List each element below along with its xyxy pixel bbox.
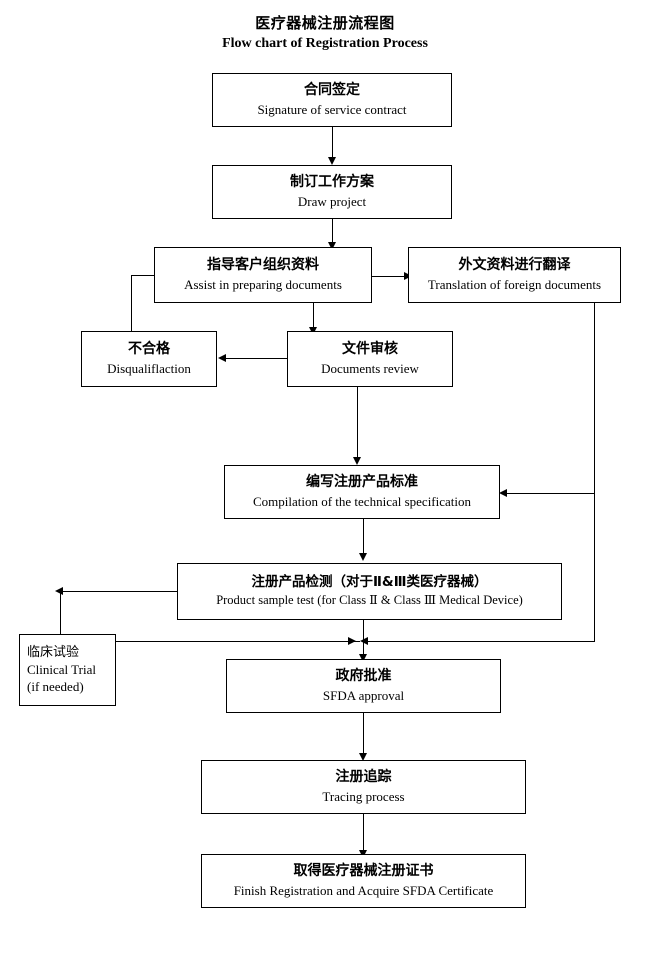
node-draw-project-title-cn: 制订工作方案 [290, 174, 374, 191]
connector-draw-to-assist [332, 219, 334, 244]
node-assist-documents-title-en: Assist in preparing documents [184, 276, 342, 292]
node-assist-documents-title-cn: 指导客户组织资料 [207, 257, 319, 274]
node-documents-review-title-cn: 文件审核 [342, 341, 398, 358]
connector-sampletest-to-junction [363, 620, 365, 642]
node-compilation-title-cn: 编写注册产品标准 [306, 474, 418, 491]
arrowhead-sfda-to-tracing [359, 753, 367, 761]
node-translation[interactable]: 外文资料进行翻译 Translation of foreign document… [408, 247, 621, 303]
node-sfda-approval[interactable]: 政府批准 SFDA approval [226, 659, 501, 713]
arrowhead-review-to-compilation [353, 457, 361, 465]
arrowhead-sampletest-to-clinical [55, 587, 63, 595]
node-clinical-trial[interactable]: 临床试验 Clinical Trial (if needed) [19, 634, 116, 706]
connector-translation-right-rail [594, 303, 596, 642]
node-finish-registration[interactable]: 取得医疗器械注册证书 Finish Registration and Acqui… [201, 854, 526, 908]
arrowhead-review-to-disqualify [218, 354, 226, 362]
node-disqualification-title-cn: 不合格 [128, 341, 170, 358]
arrowhead-compilation-to-sampletest [359, 553, 367, 561]
connector-assist-to-disqualify-vertical [131, 275, 133, 331]
node-disqualification[interactable]: 不合格 Disqualiflaction [81, 331, 217, 387]
node-contract[interactable]: 合同签定 Signature of service contract [212, 73, 452, 127]
node-draw-project[interactable]: 制订工作方案 Draw project [212, 165, 452, 219]
connector-junction-to-sfda [363, 641, 365, 658]
connector-compilation-to-sampletest [363, 519, 365, 555]
node-sample-test-title-cn: 注册产品检测（对于Ⅱ&Ⅲ类医疗器械） [251, 574, 488, 591]
arrowhead-clinical-to-junction [348, 637, 356, 645]
connector-tracing-to-finish [363, 814, 365, 852]
page-title-english: Flow chart of Registration Process [222, 36, 428, 51]
node-clinical-trial-title-cn: 临床试验 [27, 644, 80, 660]
connector-assist-to-disqualify-horizontal [131, 275, 154, 277]
node-contract-title-en: Signature of service contract [257, 101, 407, 117]
arrowhead-junction-to-sfda [359, 654, 367, 662]
connector-review-to-compilation [357, 387, 359, 459]
node-sample-test-title-en: Product sample test (for Class Ⅱ & Class… [216, 593, 523, 608]
arrowhead-rail-to-compilation [499, 489, 507, 497]
node-translation-title-en: Translation of foreign documents [427, 276, 602, 292]
node-sample-test[interactable]: 注册产品检测（对于Ⅱ&Ⅲ类医疗器械） Product sample test (… [177, 563, 562, 620]
arrowhead-contract-to-draw [328, 157, 336, 165]
arrowhead-draw-to-assist [328, 242, 336, 250]
connector-contract-to-draw [332, 127, 334, 159]
node-sfda-approval-title-en: SFDA approval [322, 687, 405, 703]
connector-sampletest-to-clinical-vertical [60, 591, 62, 635]
node-clinical-trial-note: (if needed) [27, 679, 84, 695]
connector-sampletest-to-clinical-horizontal [60, 591, 178, 593]
node-compilation[interactable]: 编写注册产品标准 Compilation of the technical sp… [224, 465, 500, 519]
node-tracing-process-title-en: Tracing process [322, 788, 405, 804]
arrowhead-rail-to-sfda-junction [360, 637, 368, 645]
connector-assist-to-translation [371, 276, 408, 278]
connector-sfda-to-tracing [363, 713, 365, 755]
connector-rail-to-sfda-junction [367, 641, 595, 643]
page-title-chinese: 医疗器械注册流程图 [255, 14, 395, 32]
node-compilation-title-en: Compilation of the technical specificati… [252, 493, 472, 509]
node-tracing-process-title-cn: 注册追踪 [335, 769, 392, 786]
node-sfda-approval-title-cn: 政府批准 [335, 668, 392, 685]
node-disqualification-title-en: Disqualiflaction [107, 360, 191, 376]
node-documents-review-title-en: Documents review [321, 360, 419, 376]
node-assist-documents[interactable]: 指导客户组织资料 Assist in preparing documents [154, 247, 372, 303]
node-finish-registration-title-cn: 取得医疗器械注册证书 [293, 863, 434, 880]
node-clinical-trial-title-en: Clinical Trial [27, 661, 96, 677]
node-tracing-process[interactable]: 注册追踪 Tracing process [201, 760, 526, 814]
node-translation-title-cn: 外文资料进行翻译 [458, 257, 571, 274]
node-contract-title-cn: 合同签定 [304, 82, 360, 99]
connector-clinical-to-junction [116, 641, 360, 643]
node-finish-registration-title-en: Finish Registration and Acquire SFDA Cer… [233, 882, 494, 898]
connector-review-to-disqualify [225, 358, 287, 360]
node-documents-review[interactable]: 文件审核 Documents review [287, 331, 453, 387]
connector-assist-to-review [313, 303, 315, 329]
connector-rail-to-compilation [506, 493, 595, 495]
node-draw-project-title-en: Draw project [297, 193, 367, 209]
